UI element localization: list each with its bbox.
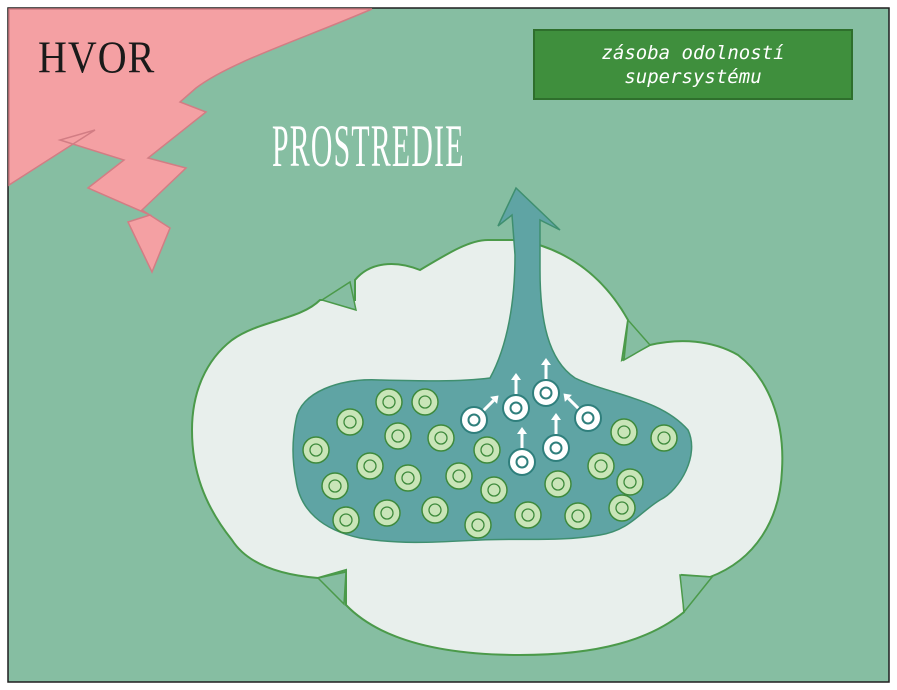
cell-icon bbox=[588, 453, 614, 479]
cell-icon bbox=[545, 471, 571, 497]
cell-icon bbox=[322, 473, 348, 499]
cell-icon bbox=[611, 419, 637, 445]
cell-icon bbox=[412, 389, 438, 415]
cell-icon bbox=[357, 453, 383, 479]
cell-icon bbox=[337, 409, 363, 435]
threat-label: HVOR bbox=[38, 30, 155, 84]
cell-icon bbox=[303, 437, 329, 463]
cell-icon bbox=[395, 465, 421, 491]
cell-icon bbox=[609, 495, 635, 521]
cell-icon bbox=[446, 463, 472, 489]
cell-icon bbox=[376, 389, 402, 415]
cell-icon bbox=[617, 469, 643, 495]
environment-label: PROSTREDIE bbox=[272, 112, 465, 181]
cell-icon bbox=[474, 437, 500, 463]
cell-icon bbox=[333, 507, 359, 533]
reserve-line-1: zásoba odolností bbox=[601, 41, 784, 65]
cell-icon bbox=[385, 423, 411, 449]
cell-icon bbox=[422, 497, 448, 523]
cell-icon bbox=[428, 425, 454, 451]
cell-icon bbox=[565, 503, 591, 529]
cell-icon bbox=[481, 477, 507, 503]
reserve-box: zásoba odolností supersystému bbox=[533, 29, 853, 100]
reserve-line-2: supersystému bbox=[624, 65, 761, 89]
cell-icon bbox=[374, 500, 400, 526]
cell-icon bbox=[465, 512, 491, 538]
cell-icon bbox=[651, 425, 677, 451]
cell-icon bbox=[515, 502, 541, 528]
